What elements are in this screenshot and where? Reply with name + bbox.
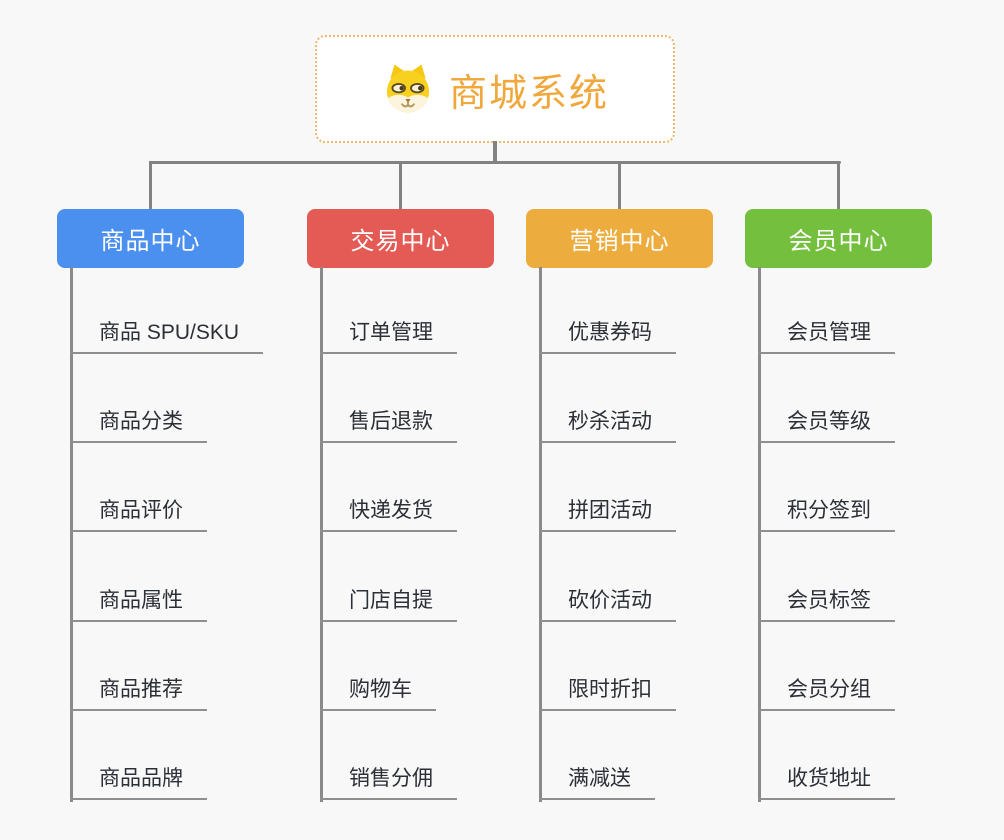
leaf-node[interactable]: 商品 SPU/SKU (70, 321, 264, 354)
branch-column-products: 商品中心 商品 SPU/SKU 商品分类 商品评价 商品属性 商品推荐 商品品牌 (57, 209, 317, 840)
leaf-node[interactable]: 拼团活动 (539, 499, 676, 532)
connector-drop-marketing (618, 161, 621, 211)
leaf-node[interactable]: 购物车 (320, 678, 436, 711)
connector-trunk (758, 267, 761, 802)
leaf-node[interactable]: 收货地址 (758, 767, 895, 800)
leaf-node[interactable]: 会员等级 (758, 410, 895, 443)
branch-column-members: 会员中心 会员管理 会员等级 积分签到 会员标签 会员分组 收货地址 (745, 209, 1004, 840)
leaf-node[interactable]: 商品推荐 (70, 678, 207, 711)
leaf-node[interactable]: 限时折扣 (539, 678, 676, 711)
leaf-node[interactable]: 会员管理 (758, 321, 895, 354)
leaf-node[interactable]: 优惠券码 (539, 321, 676, 354)
leaf-node[interactable]: 商品评价 (70, 499, 207, 532)
branch-column-marketing: 营销中心 优惠券码 秒杀活动 拼团活动 砍价活动 限时折扣 满减送 (526, 209, 786, 840)
leaf-node[interactable]: 砍价活动 (539, 589, 676, 622)
leaf-node[interactable]: 快递发货 (320, 499, 457, 532)
leaf-node[interactable]: 秒杀活动 (539, 410, 676, 443)
connector-drop-members (837, 161, 840, 211)
connector-trunk (70, 267, 73, 802)
leaf-node[interactable]: 会员分组 (758, 678, 895, 711)
branch-node-product-center[interactable]: 商品中心 (57, 209, 244, 268)
branch-column-trade: 交易中心 订单管理 售后退款 快递发货 门店自提 购物车 销售分佣 (307, 209, 567, 840)
leaf-node[interactable]: 满减送 (539, 767, 655, 800)
branch-node-member-center[interactable]: 会员中心 (745, 209, 932, 268)
root-title: 商城系统 (448, 72, 609, 115)
leaf-node[interactable]: 销售分佣 (320, 767, 457, 800)
leaf-node[interactable]: 订单管理 (320, 321, 457, 354)
leaf-node[interactable]: 售后退款 (320, 410, 457, 443)
branch-node-marketing-center[interactable]: 营销中心 (526, 209, 713, 268)
leaf-node[interactable]: 商品分类 (70, 410, 207, 443)
leaf-node[interactable]: 门店自提 (320, 589, 457, 622)
root-node-mall-system[interactable]: 商城系统 (315, 35, 675, 143)
leaf-node[interactable]: 商品属性 (70, 589, 207, 622)
connector-drop-trade (399, 161, 402, 211)
connector-root-drop (493, 141, 497, 163)
connector-trunk (539, 267, 542, 802)
leaf-node[interactable]: 会员标签 (758, 589, 895, 622)
connector-bus-line (149, 161, 841, 164)
leaf-node[interactable]: 商品品牌 (70, 767, 207, 800)
branch-node-trade-center[interactable]: 交易中心 (307, 209, 494, 268)
connector-trunk (320, 267, 323, 802)
leaf-node[interactable]: 积分签到 (758, 499, 895, 532)
dog-face-icon (386, 64, 430, 113)
connector-drop-products (149, 161, 152, 211)
